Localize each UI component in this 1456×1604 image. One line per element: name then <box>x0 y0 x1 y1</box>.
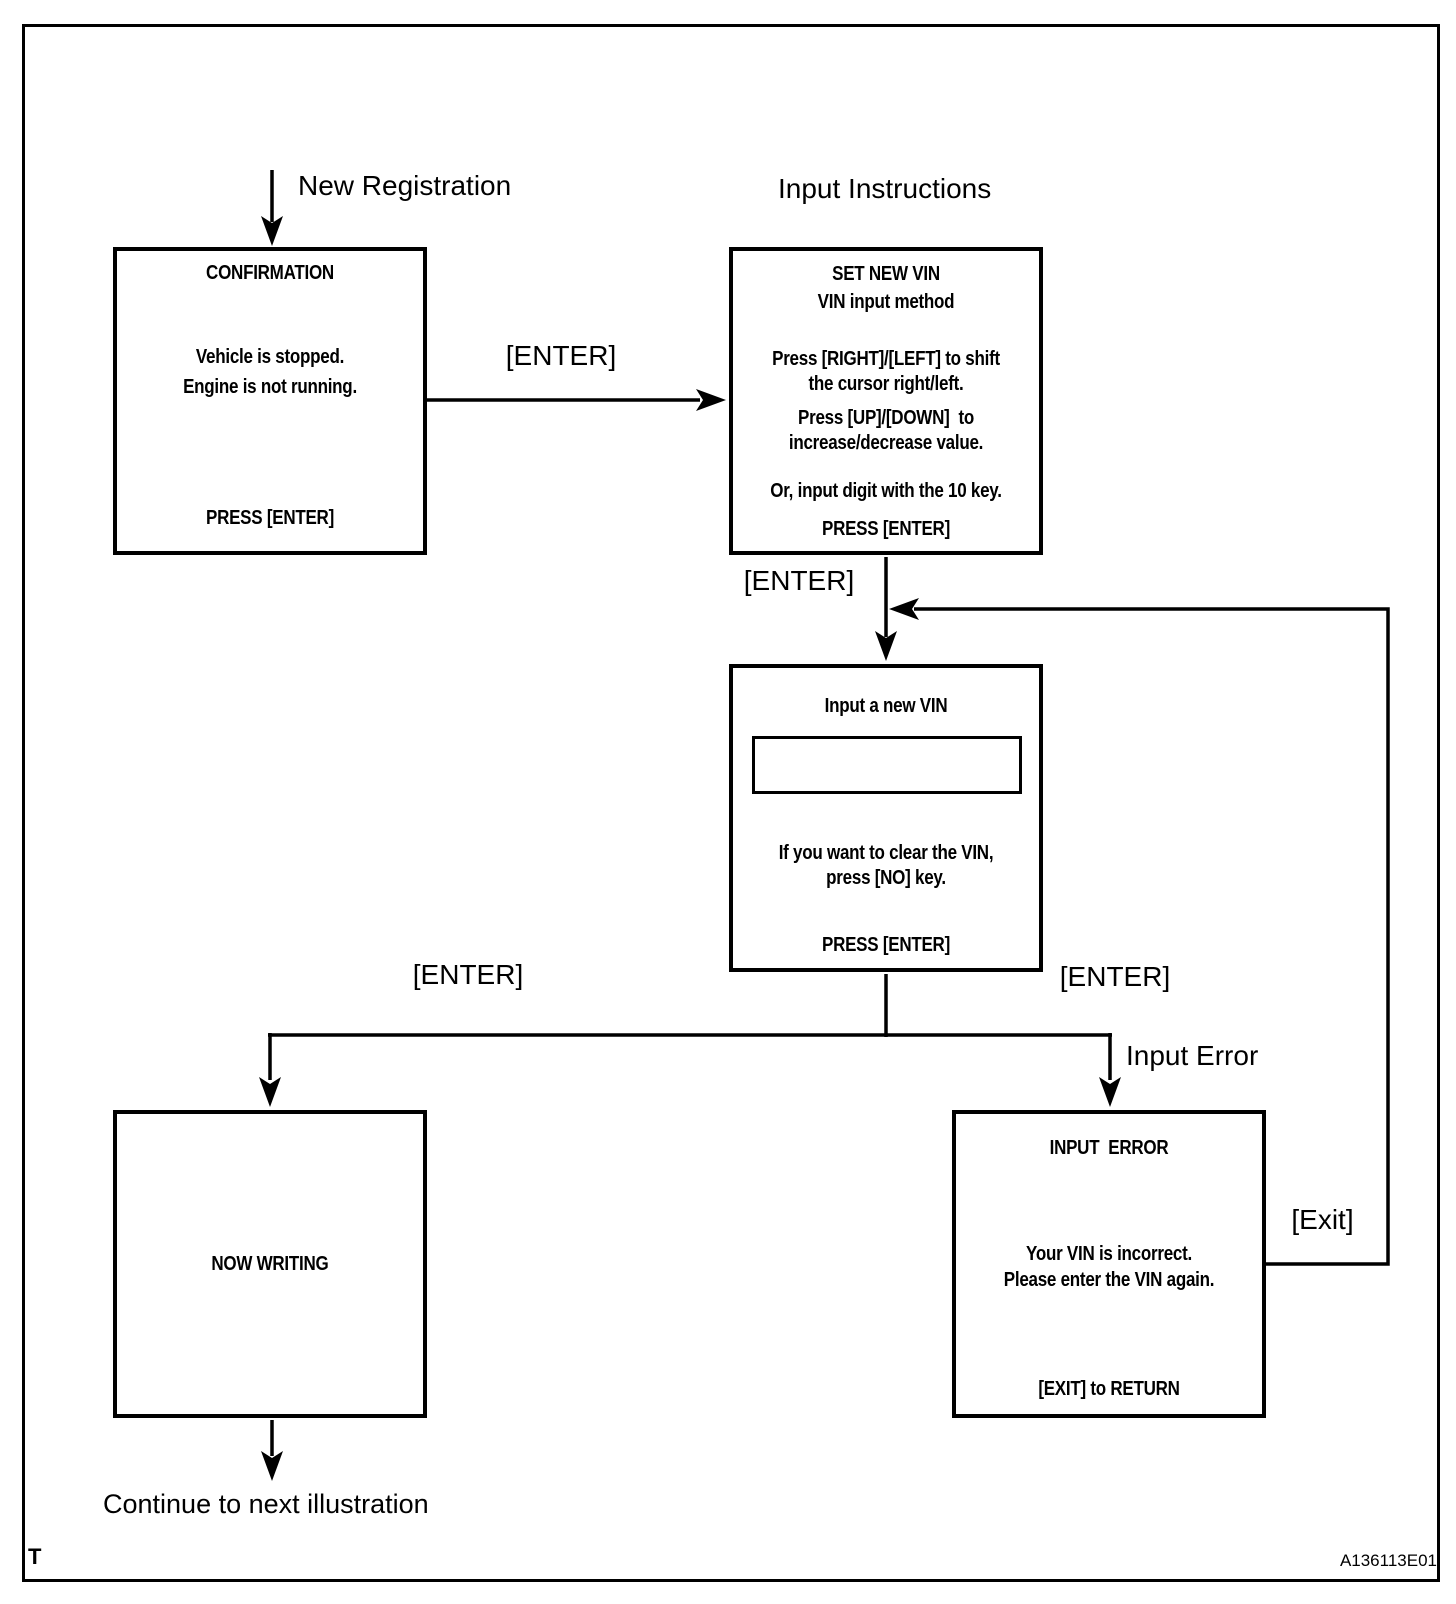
arrowhead-continue <box>261 1451 283 1481</box>
set-new-vin-screen-box: SET NEW VIN VIN input method Press [RIGH… <box>729 247 1043 555</box>
corner-mark-t: T <box>28 1544 42 1569</box>
input-error-screen-box: INPUT ERROR Your VIN is incorrect. Pleas… <box>952 1110 1266 1418</box>
confirmation-screen-box: CONFIRMATION Vehicle is stopped. Engine … <box>113 247 427 555</box>
set-new-vin-title2: VIN input method <box>817 291 955 313</box>
enter-label-to-error: [ENTER] <box>1059 961 1171 992</box>
arrowhead-into-input-new-vin <box>875 631 897 661</box>
new-registration-label: New Registration <box>298 170 512 201</box>
input-error-footer: [EXIT] to RETURN <box>1038 1378 1180 1400</box>
input-error-title: INPUT ERROR <box>1049 1137 1169 1159</box>
confirmation-line1: Vehicle is stopped. <box>195 346 345 368</box>
set-new-vin-line2: the cursor right/left. <box>808 373 964 395</box>
input-new-vin-line1: If you want to clear the VIN, <box>778 842 994 864</box>
input-new-vin-title: Input a new VIN <box>824 695 948 717</box>
now-writing-screen-box: NOW WRITING <box>113 1110 427 1418</box>
input-instructions-label: Input Instructions <box>778 173 992 204</box>
figure-border <box>22 24 1440 1582</box>
set-new-vin-line5: Or, input digit with the 10 key. <box>770 480 1002 502</box>
input-error-line2: Please enter the VIN again. <box>1003 1269 1215 1291</box>
exit-return-path <box>914 607 1390 1266</box>
set-new-vin-title1: SET NEW VIN <box>832 263 940 285</box>
input-new-vin-line2: press [NO] key. <box>826 867 946 889</box>
vin-entry-field <box>752 736 1022 794</box>
input-new-vin-screen-box: Input a new VIN If you want to clear the… <box>729 664 1043 972</box>
exit-label: [Exit] <box>1291 1204 1354 1235</box>
set-new-vin-footer: PRESS [ENTER] <box>821 518 950 540</box>
enter-label-to-writing: [ENTER] <box>412 959 524 990</box>
arrowhead-into-input-error <box>1099 1077 1121 1107</box>
confirmation-line2: Engine is not running. <box>183 376 357 398</box>
set-new-vin-line1: Press [RIGHT]/[LEFT] to shift <box>772 348 1000 370</box>
input-error-line1: Your VIN is incorrect. <box>1025 1243 1193 1265</box>
arrowhead-into-confirmation <box>261 216 283 246</box>
set-new-vin-line4: increase/decrease value. <box>788 432 984 454</box>
arrowhead-into-now-writing <box>259 1077 281 1107</box>
arrowhead-into-set-new-vin <box>696 389 726 411</box>
confirmation-footer: PRESS [ENTER] <box>205 507 334 529</box>
continue-next-illustration-label: Continue to next illustration <box>103 1489 429 1519</box>
confirmation-title: CONFIRMATION <box>206 262 334 284</box>
figure-code: A136113E01 <box>1339 1551 1437 1570</box>
input-new-vin-footer: PRESS [ENTER] <box>821 934 950 956</box>
enter-label-confirm-to-set: [ENTER] <box>505 340 617 371</box>
arrowhead-return-loop <box>889 598 919 620</box>
now-writing-title: NOW WRITING <box>211 1252 329 1275</box>
input-error-branch-label: Input Error <box>1126 1040 1259 1071</box>
enter-label-set-to-input: [ENTER] <box>743 565 855 596</box>
set-new-vin-line3: Press [UP]/[DOWN] to <box>797 407 974 429</box>
